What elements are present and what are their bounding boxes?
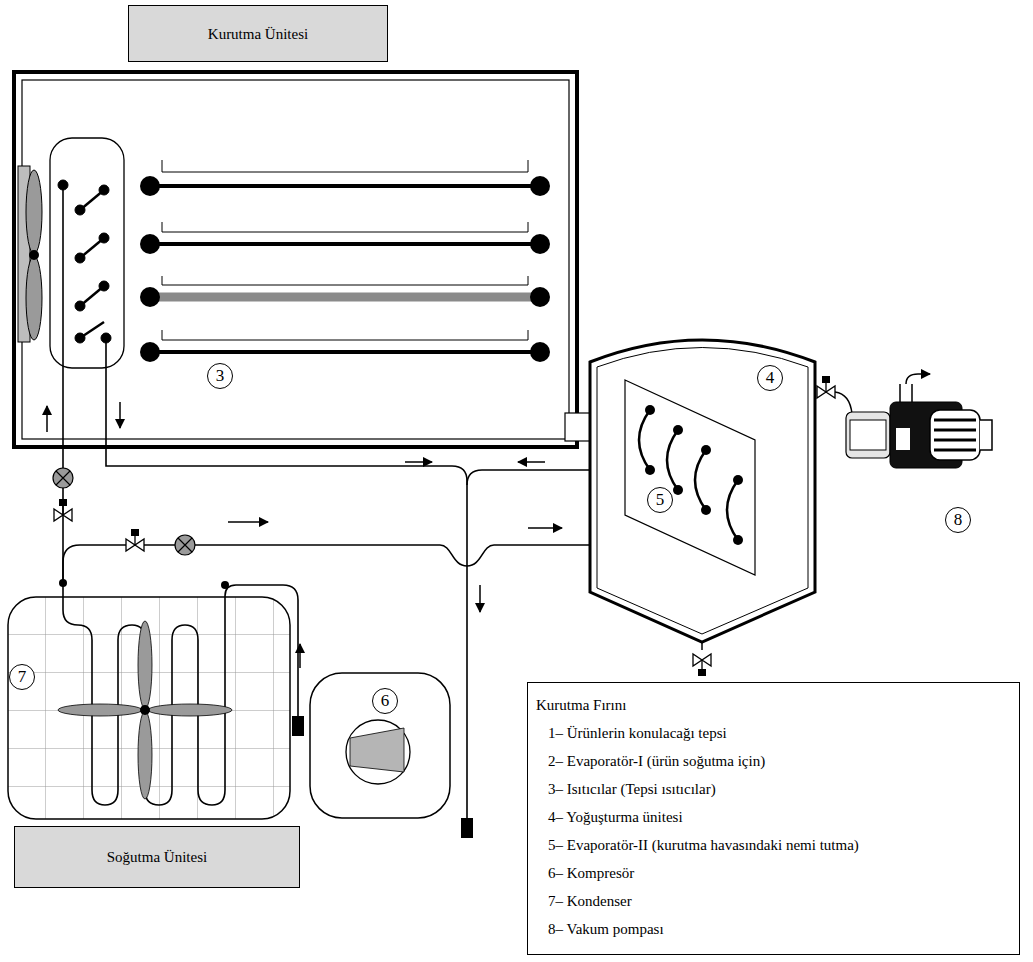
- callout-number: 5: [647, 487, 673, 513]
- compressor: [292, 673, 473, 838]
- legend-heading: Kurutma Fırını: [536, 691, 1011, 719]
- legend-item: 7– Kondenser: [536, 887, 1011, 915]
- legend-item: 8– Vakum pompası: [536, 915, 1011, 943]
- legend-box: Kurutma Fırını1– Ürünlerin konulacağı te…: [527, 682, 1020, 955]
- callout-number: 7: [9, 664, 35, 690]
- trays-heaters: [140, 160, 550, 362]
- legend-item: 6– Kompresör: [536, 859, 1011, 887]
- unit-title: Soğutma Ünitesi: [23, 847, 291, 867]
- evaporator-one: [50, 138, 124, 368]
- legend-item: 5– Evaporatör-II (kurutma havasındaki ne…: [536, 831, 1011, 859]
- vacuum-pump: [835, 374, 992, 468]
- callout-number: 3: [207, 363, 233, 389]
- unit-title-box: Soğutma Ünitesi: [14, 826, 300, 888]
- condensation-vessel: [565, 340, 815, 650]
- callout-number: 4: [757, 365, 783, 391]
- condenser: [8, 596, 290, 819]
- callout-number: 8: [945, 507, 971, 533]
- unit-title-box: Kurutma Ünitesi: [128, 5, 388, 62]
- drying-chamber: [14, 72, 577, 447]
- unit-title: Kurutma Ünitesi: [137, 24, 379, 44]
- chamber-fan: [18, 166, 42, 342]
- legend-item: 3– Isıtıcılar (Tepsi ısıtıcılar): [536, 775, 1011, 803]
- callout-number: 6: [372, 688, 398, 714]
- legend-item: 2– Evaporatör-I (ürün soğutma için): [536, 747, 1011, 775]
- legend-item: 4– Yoğuşturma ünitesi: [536, 803, 1011, 831]
- legend-item: 1– Ürünlerin konulacağı tepsi: [536, 719, 1011, 747]
